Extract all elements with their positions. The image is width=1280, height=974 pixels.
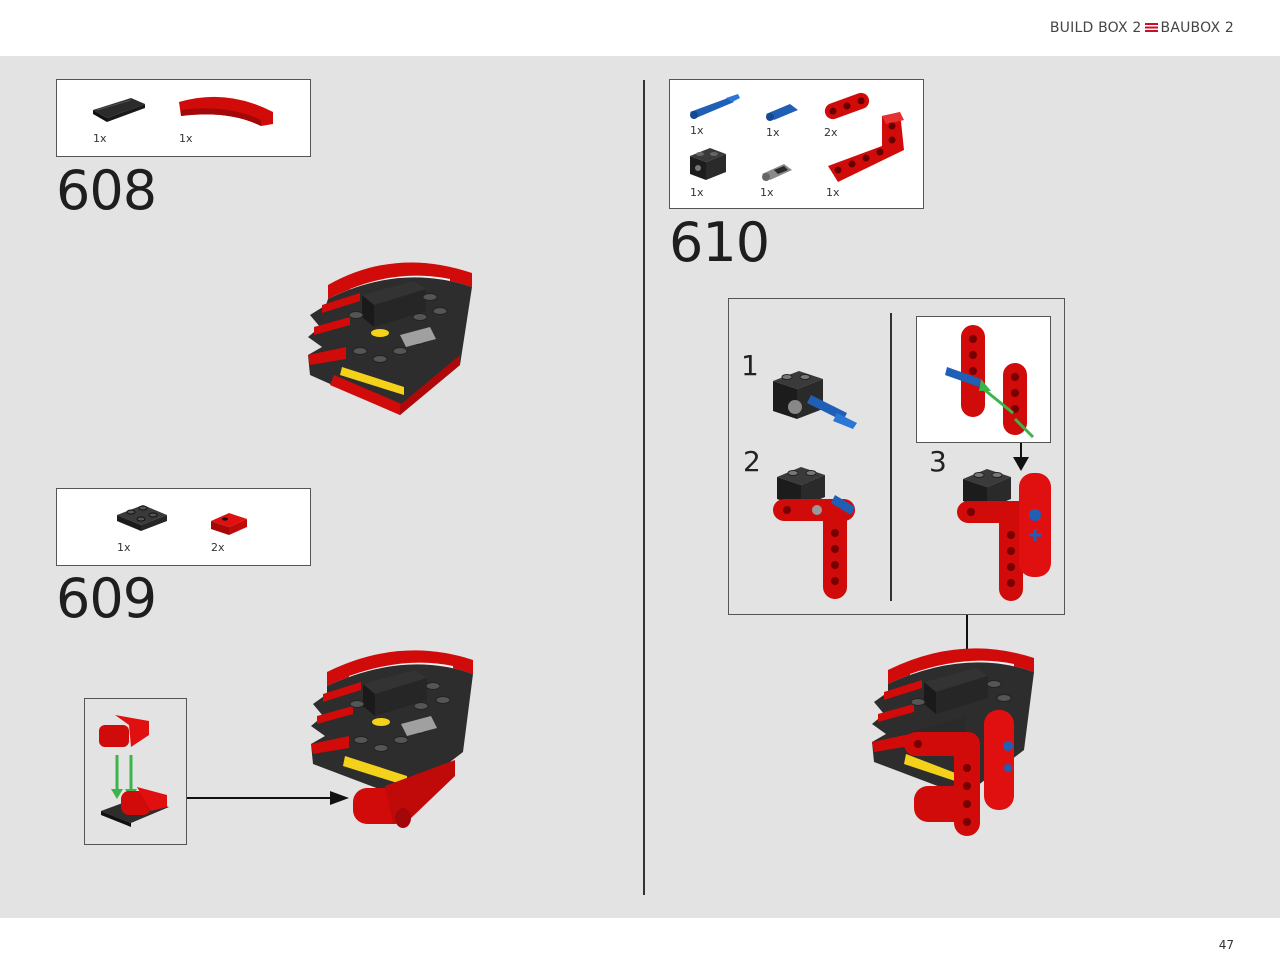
black-tile-icon [93,98,145,122]
substep-2-illustration [773,467,855,599]
assembly-609-illustration [311,650,473,828]
substep-1-illustration [773,371,857,429]
part-qty: 1x [117,541,131,554]
arrow-icon [187,791,349,805]
step-number-610: 610 [669,211,770,274]
sub-assembly-callout-610: 1 2 3 [728,298,1065,615]
part-qty: 1x [760,186,774,199]
red-bracket-icon [211,513,247,535]
page-number: 47 [1218,938,1234,952]
substep-number: 3 [929,445,947,478]
header-title: BUILD BOX 2 BAUBOX 2 [1050,20,1234,36]
grey-pin-icon [762,164,792,181]
blue-pin-icon [766,104,798,121]
substep-number: 1 [741,349,759,382]
part-qty: 1x [93,132,107,145]
parts-list-610: 1x 1x 2x 1x 1x 1x [669,79,924,209]
part-qty: 1x [826,186,840,199]
bracket-stack-illustration [99,715,169,827]
beam-pin-detail-illustration [945,325,1035,439]
black-technic-brick-icon [690,148,726,180]
assembly-608-illustration [308,262,472,415]
part-qty: 2x [824,126,838,139]
part-qty: 1x [690,124,704,137]
page-footer: 47 [0,918,1280,974]
substep-number: 2 [743,445,761,478]
red-l-beam-icon [828,112,904,182]
instruction-page [0,56,1280,918]
parts-list-609: 1x 2x [56,488,311,566]
black-plate-icon [117,505,167,531]
flag-icon [1144,22,1158,32]
part-qty: 1x [766,126,780,139]
blue-axle-pin-icon [690,94,740,119]
baubox-label: BAUBOX 2 [1160,20,1234,36]
substep-3-illustration [957,443,1051,601]
sub-assembly-callout-609 [84,698,187,845]
parts-list-608: 1x 1x [56,79,311,157]
step-number-608: 608 [56,159,157,222]
page-header: BUILD BOX 2 BAUBOX 2 [0,0,1280,56]
column-divider [643,80,645,895]
build-box-label: BUILD BOX 2 [1049,20,1142,36]
part-qty: 1x [690,186,704,199]
substep-divider [890,313,892,601]
assembly-610-illustration [872,648,1034,836]
part-qty: 1x [179,132,193,145]
step-number-609: 609 [56,567,157,630]
red-beam-3-icon [824,92,870,120]
red-curved-slope-icon [179,96,273,126]
substep-3-detail-box [916,316,1051,443]
part-qty: 2x [211,541,225,554]
